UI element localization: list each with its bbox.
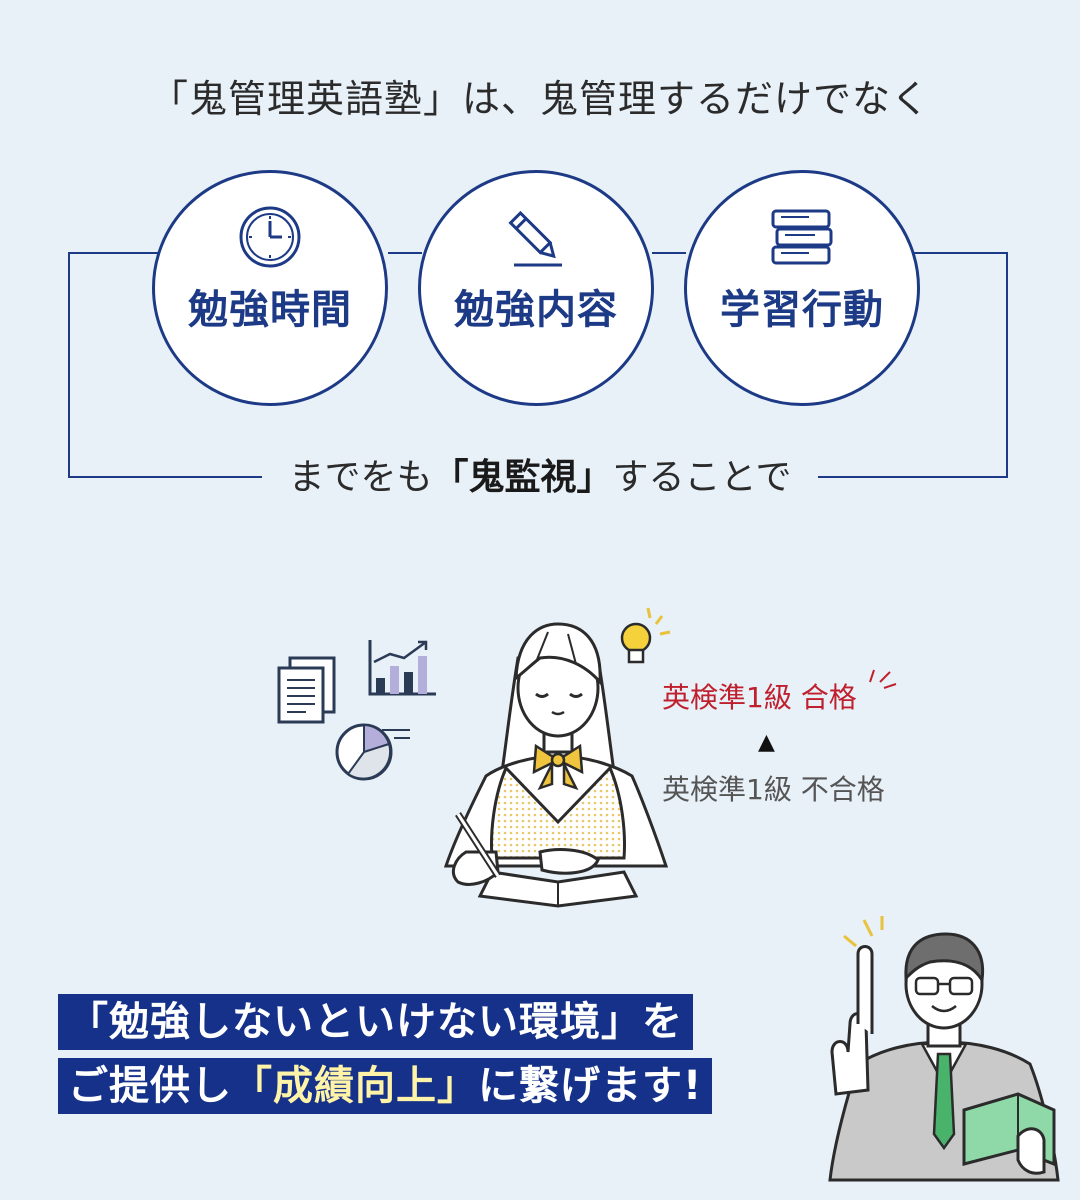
caption: までをも「鬼監視」することで (262, 454, 818, 502)
banner-line-2-highlight: 「成績向上」 (232, 1063, 478, 1109)
banner-line-2-pre: ご提供し (68, 1063, 232, 1109)
banner-line-2: ご提供し「成績向上」に繋げます! (58, 1058, 713, 1114)
pencil-icon (508, 210, 562, 267)
banner-line-2-post: に繋げます! (478, 1063, 703, 1109)
pillar-study-time: 勉強時間 (152, 170, 388, 406)
banner-line-1-text: 「勉強しないといけない環境」を (68, 999, 683, 1045)
caption-post: することで (612, 457, 792, 498)
frame-top-mid1 (388, 252, 422, 254)
student-illustration (443, 622, 669, 908)
clock-icon (239, 206, 301, 268)
caption-pre: までをも (288, 457, 433, 498)
frame-top-left (68, 252, 158, 254)
spark-icon (869, 669, 897, 689)
intro-heading: 「鬼管理英語塾」は、鬼管理するだけでなく (149, 77, 930, 121)
pillar-label: 学習行動 (720, 287, 884, 333)
caption-strong: 「鬼監視」 (432, 457, 613, 498)
bar-chart-icon (368, 640, 436, 696)
result-fail: 英検準1級 不合格 (662, 773, 885, 806)
result-pass: 英検準1級 合格 (662, 681, 857, 714)
pillar-label: 勉強時間 (188, 287, 352, 333)
arrow-up-icon: ▲ (758, 730, 775, 755)
pillar-learning-behavior: 学習行動 (684, 170, 920, 406)
documents-icon (277, 656, 336, 724)
lightbulb-icon (620, 607, 671, 664)
frame-top-right (914, 252, 1008, 254)
pillar-study-content: 勉強内容 (418, 170, 654, 406)
banner-line-1: 「勉強しないといけない環境」を (58, 994, 693, 1050)
teacher-illustration (828, 916, 1060, 1182)
pie-chart-icon (335, 723, 410, 781)
frame-top-mid2 (652, 252, 686, 254)
books-icon (771, 209, 833, 265)
pillar-label: 勉強内容 (454, 287, 618, 333)
